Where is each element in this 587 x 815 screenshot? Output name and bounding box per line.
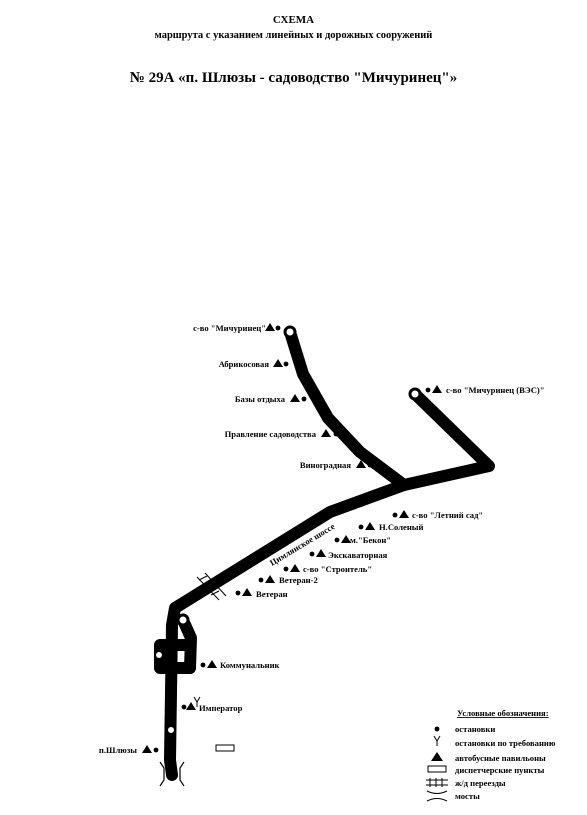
- svg-text:Базы отдыха: Базы отдыха: [235, 394, 286, 404]
- svg-text:мосты: мосты: [455, 791, 480, 801]
- legend: Условные обозначения: остановки остановк…: [426, 708, 556, 802]
- svg-text:Ветеран-2: Ветеран-2: [279, 575, 318, 585]
- route-lines: [154, 326, 495, 781]
- svg-text:Абрикосовая: Абрикосовая: [219, 359, 270, 369]
- scheme-title: СХЕМА: [272, 14, 315, 26]
- svg-text:Виноградная: Виноградная: [300, 460, 352, 470]
- scheme-subtitle: маршрута с указанием линейных и дорожных…: [154, 30, 433, 41]
- bridge: [159, 761, 185, 787]
- dispatch-point: [215, 744, 235, 752]
- route-line-ves: [398, 388, 495, 491]
- legend-bridge: мосты: [426, 790, 480, 802]
- stop-veteran-2: Ветеран-2: [258, 575, 318, 585]
- svg-text:диспетчерские пункты: диспетчерские пункты: [455, 765, 545, 775]
- railway-crossing: [196, 572, 227, 601]
- stop-kommunalnik: Коммунальник: [200, 660, 280, 670]
- stop-vinogradnaya: Виноградная: [300, 460, 373, 470]
- stop-bekon: м."Бекон": [334, 535, 391, 545]
- svg-text:Коммунальник: Коммунальник: [220, 660, 280, 670]
- svg-text:Ветеран: Ветеран: [256, 589, 288, 599]
- stop-michurinets-ves: с-во "Мичуринец (ВЭС)": [425, 385, 545, 395]
- svg-text:ж/д переезды: ж/д переезды: [455, 778, 506, 788]
- svg-text:Экскаваторная: Экскаваторная: [328, 550, 388, 560]
- svg-text:Н.Соленый: Н.Соленый: [379, 522, 424, 532]
- stop-stroitel: с-во "Строитель": [283, 564, 372, 574]
- legend-stop: остановки: [434, 724, 495, 734]
- dispatch-dot: [156, 652, 162, 658]
- terminal-loop: [176, 613, 190, 627]
- legend-request-stop: остановки по требованию: [433, 735, 556, 748]
- stop-abrikosovaya: Абрикосовая: [219, 359, 289, 369]
- legend-pavilion: автобусные павильоны: [431, 752, 546, 763]
- stop-letniy-sad: с-во "Летний сад": [392, 510, 483, 520]
- stop-shlyuzy: п.Шлюзы: [99, 745, 159, 755]
- stop-n-soleny: Н.Соленый: [358, 522, 424, 532]
- stop-michurinets: с-во "Мичуринец": [193, 323, 281, 333]
- svg-text:м."Бекон": м."Бекон": [350, 535, 391, 545]
- route-loop: [154, 614, 197, 674]
- legend-crossing: ж/д переезды: [426, 778, 506, 788]
- route-stop-ring: [166, 725, 176, 735]
- legend-dispatch: диспетчерские пункты: [427, 765, 545, 775]
- svg-text:с-во "Летний сад": с-во "Летний сад": [412, 510, 483, 520]
- terminal-michurinets: [283, 325, 297, 339]
- svg-text:Правление садоводства: Правление садоводства: [225, 429, 317, 439]
- svg-text:Император: Император: [199, 703, 243, 713]
- stop-ekskavatornaya: Экскаваторная: [309, 549, 388, 560]
- stop-imperator: Император: [181, 696, 243, 713]
- svg-text:остановки по требованию: остановки по требованию: [455, 738, 556, 748]
- svg-text:остановки: остановки: [455, 724, 495, 734]
- route-title: № 29А «п. Шлюзы - садоводство "Мичуринец…: [129, 70, 458, 86]
- terminal-ves: [408, 387, 422, 401]
- legend-title: Условные обозначения:: [457, 708, 549, 718]
- svg-text:с-во "Мичуринец": с-во "Мичуринец": [193, 323, 266, 333]
- stop-bazy: Базы отдыха: [235, 394, 307, 404]
- stop-pravlenie: Правление садоводства: [225, 429, 339, 439]
- svg-text:с-во "Мичуринец (ВЭС)": с-во "Мичуринец (ВЭС)": [446, 385, 545, 395]
- svg-text:с-во "Строитель": с-во "Строитель": [303, 564, 372, 574]
- stop-veteran: Ветеран: [235, 588, 288, 599]
- svg-text:автобусные павильоны: автобусные павильоны: [455, 753, 546, 763]
- svg-text:п.Шлюзы: п.Шлюзы: [99, 745, 137, 755]
- route-line-main: [164, 326, 410, 781]
